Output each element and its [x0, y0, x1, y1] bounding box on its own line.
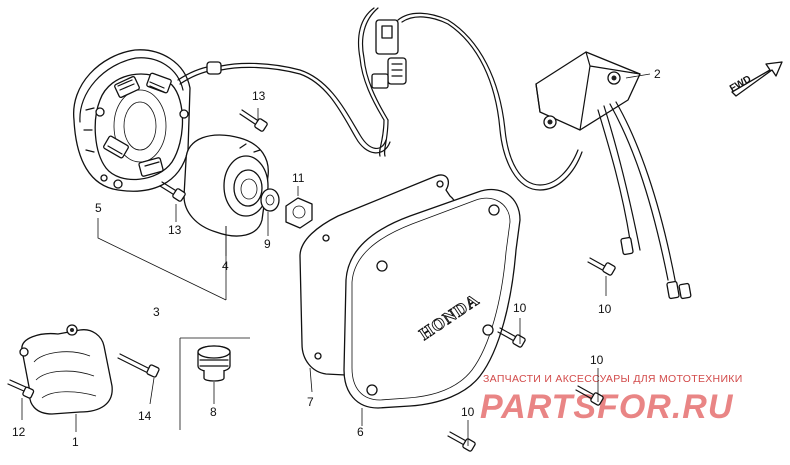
screw-12	[7, 379, 35, 399]
callout-10-c: 10	[590, 353, 604, 367]
bolt-13-lower	[159, 181, 186, 202]
watermark: ЗАПЧАСТИ И АКСЕССУАРЫ ДЛЯ МОТОТЕХНИКИ PA…	[480, 373, 743, 426]
callout-10-a: 10	[598, 302, 612, 316]
callout-13-lower: 13	[168, 223, 182, 237]
chain-guide-plate	[19, 324, 113, 415]
forward-direction-arrow: FWD	[728, 61, 783, 97]
watermark-logo: PARTSFOR.RU	[480, 388, 734, 426]
regulator-rectifier	[535, 51, 692, 300]
callout-6: 6	[357, 425, 364, 439]
wire-connectors	[357, 7, 583, 191]
callout-13-upper: 13	[252, 89, 266, 103]
callout-7: 7	[307, 395, 314, 409]
callout-numbers: 3 5 4 13 13 9 11 2 7 6 8 14 1 12 10 10 1…	[12, 67, 661, 449]
callout-11: 11	[292, 171, 305, 185]
bolt-10-c	[575, 385, 604, 406]
callout-2: 2	[654, 67, 661, 81]
left-crankcase-cover: HONDA	[343, 188, 521, 409]
callout-4: 4	[222, 259, 229, 273]
plug-cap-box	[179, 337, 250, 430]
callout-3: 3	[153, 305, 160, 319]
bolt-14	[117, 353, 160, 378]
flywheel-rotor	[183, 134, 269, 237]
callout-14: 14	[138, 409, 152, 423]
bolt-10-a	[587, 257, 616, 276]
bolt-10-b	[497, 327, 526, 348]
callout-5: 5	[95, 201, 102, 215]
bolt-10-d	[447, 431, 476, 452]
bolt-13-upper	[239, 109, 268, 132]
callout-1: 1	[72, 435, 79, 449]
callout-10-b: 10	[513, 301, 527, 315]
callout-10-d: 10	[461, 405, 475, 419]
stator-assembly	[73, 49, 391, 192]
callout-9: 9	[264, 237, 271, 251]
leader-lines	[21, 73, 651, 446]
watermark-caption: ЗАПЧАСТИ И АКСЕССУАРЫ ДЛЯ МОТОТЕХНИКИ	[483, 373, 743, 385]
washer	[260, 188, 280, 212]
callout-12: 12	[12, 425, 26, 439]
nut	[285, 197, 313, 229]
callout-8: 8	[210, 405, 217, 419]
